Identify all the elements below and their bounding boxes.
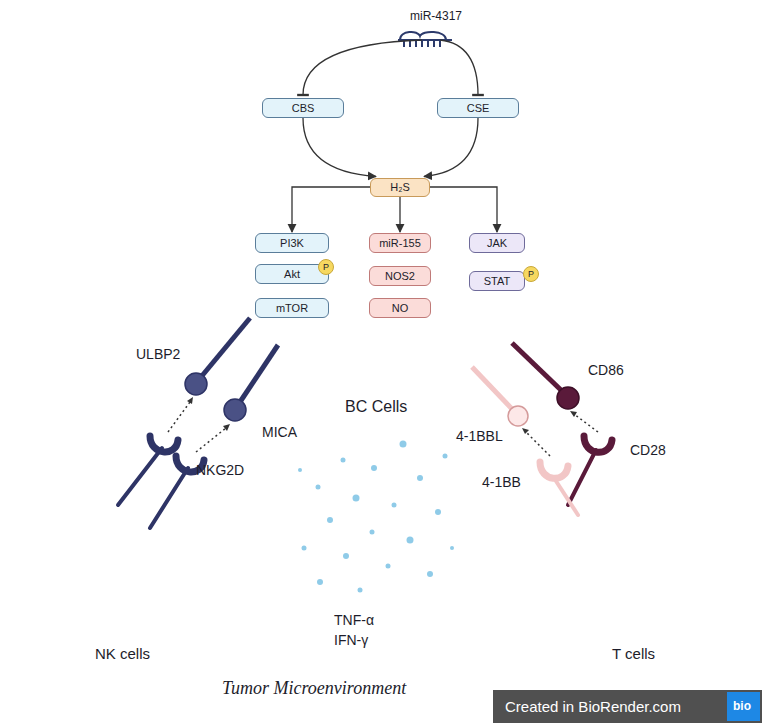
cytokine-dots: [298, 441, 454, 593]
watermark-logo: bio: [733, 699, 751, 713]
pathway-box: JAK: [469, 233, 525, 253]
mirna-label: miR-4317: [403, 6, 470, 26]
node-text: PI3K: [280, 237, 304, 249]
pathway-box: miR-155: [369, 233, 431, 253]
badge-ground: [493, 690, 762, 723]
node-text: NK cells: [95, 645, 150, 662]
nk-cell: NK cells: [0, 443, 244, 687]
pathway-box: NO: [369, 298, 431, 318]
ligands: [185, 318, 579, 426]
activation-connector: [292, 187, 370, 232]
badge-logo: [727, 692, 760, 721]
inhibition-connector: [303, 40, 422, 95]
ligand-label: MICA: [262, 424, 297, 440]
receptors: [118, 436, 612, 528]
pathway-box: PI3K: [255, 233, 329, 253]
rna-icon: [398, 32, 452, 47]
node-text: NO: [392, 302, 409, 314]
receptor-label: CD28: [630, 442, 666, 458]
node-text: Akt: [284, 268, 300, 280]
node-text: NOS2: [385, 270, 415, 282]
binding-arrows: [168, 397, 598, 456]
cytokine-label: IFN-γ: [334, 632, 368, 648]
pathway-box: NOS2: [369, 266, 431, 286]
cell-outline: [175, 0, 759, 437]
node-text: miR-155: [379, 237, 421, 249]
cell-outline: [523, 462, 759, 698]
enzyme-box: CSE: [437, 98, 519, 118]
node-text: H₂S: [390, 181, 410, 193]
ligand-label: ULBP2: [136, 346, 180, 362]
node-text: T cells: [612, 645, 655, 662]
node-text: CSE: [467, 102, 490, 114]
receptor-label: NKG2D: [196, 462, 244, 478]
ligand-label: CD86: [588, 362, 624, 378]
node-text: STAT: [484, 275, 510, 287]
region-label: Tumor Microenvironment: [222, 678, 406, 698]
pathway-box: mTOR: [255, 298, 329, 318]
watermark: Created in BioRender.com: [505, 698, 681, 716]
cytokine-label: TNF-α: [334, 612, 374, 628]
node-text: mTOR: [276, 302, 308, 314]
enzyme-box: CBS: [262, 98, 344, 118]
activation-connector: [399, 197, 400, 233]
node-text: BC Cells: [345, 398, 407, 416]
activation-connector: [303, 118, 376, 177]
cell-membrane: BC Cells miR-4317CBS CSE H₂S PI3K Akt mTOR miR-…: [175, 0, 759, 437]
node-text: JAK: [487, 237, 507, 249]
phospho-mark: P: [523, 266, 539, 282]
inhibition-connector: [440, 40, 478, 95]
node-text: miR-4317: [410, 9, 462, 23]
ligand-label: 4-1BBL: [456, 428, 503, 444]
gas-box: H₂S: [370, 178, 430, 197]
activation-connector: [430, 187, 497, 232]
receptor-label: 4-1BB: [482, 474, 521, 490]
node-text: CBS: [292, 102, 315, 114]
phospho-mark: P: [318, 259, 334, 275]
activation-connector: [424, 118, 478, 177]
t-cell: T cells: [523, 462, 759, 698]
pathway-box: STAT: [469, 271, 525, 291]
